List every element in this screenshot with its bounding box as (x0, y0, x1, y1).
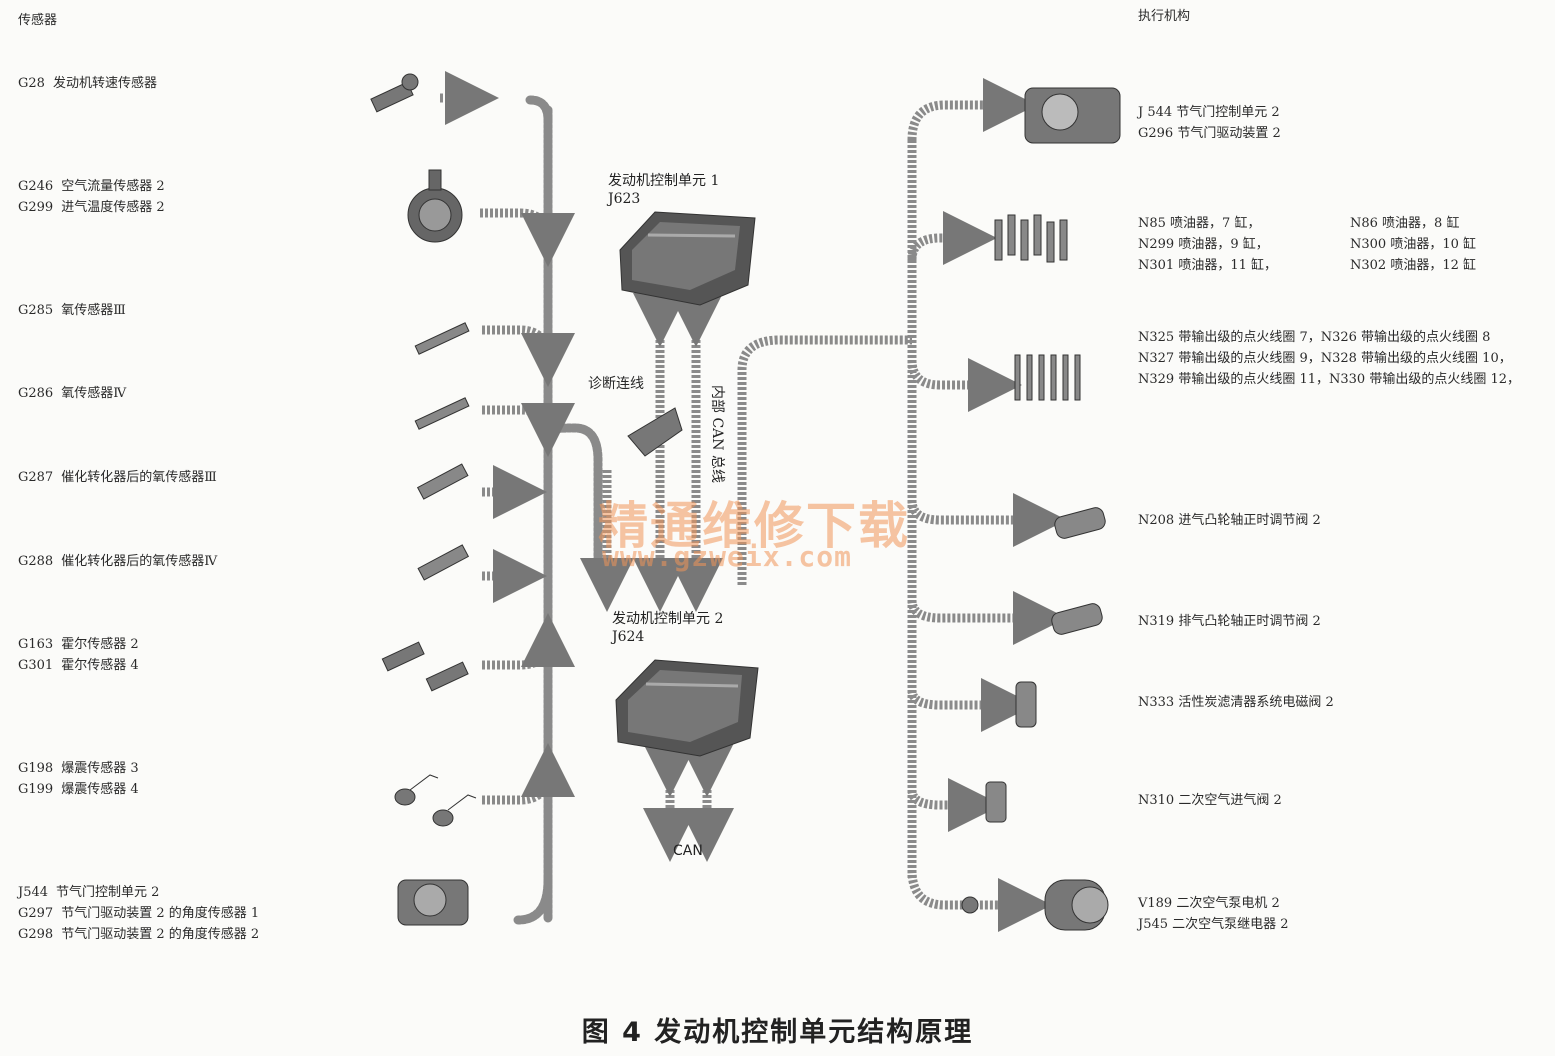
ignition-coils-icon (1014, 354, 1081, 401)
ecu1-icon (619, 211, 756, 306)
oxygen-sensor-icon-3 (416, 463, 469, 500)
actuator-bus (737, 78, 1067, 932)
hall-sensor-icon (381, 641, 469, 692)
speed-sensor-icon (370, 73, 419, 113)
oxygen-sensor-icon-1 (414, 322, 470, 355)
sensor-bus (513, 95, 603, 925)
exhaust-cam-valve-icon (1051, 603, 1103, 635)
throttle-body-sensor-icon (397, 879, 469, 926)
intake-cam-valve-icon (1054, 507, 1106, 539)
knock-sensor-icon (394, 774, 477, 827)
air-valve-icon (985, 781, 1007, 823)
air-pump-icon (961, 879, 1109, 931)
injectors-icon (994, 214, 1068, 263)
purge-valve-icon (1015, 681, 1037, 728)
actuator-label-n319: N319 排气凸轮轴正时调节阀 2 (1138, 614, 1321, 629)
sensors-header: 传感器 (18, 13, 58, 28)
diagnostic-connector-icon (627, 407, 683, 457)
actuator-label-n208: N208 进气凸轮轴正时调节阀 2 (1138, 513, 1321, 528)
actuator-label-n310: N310 二次空气进气阀 2 (1138, 793, 1282, 808)
figure-caption: 图 4 发动机控制单元结构原理 (581, 1017, 974, 1048)
air-mass-meter-icon (407, 169, 463, 243)
oxygen-sensor-icon-2 (414, 397, 470, 430)
internal-can-label: 内部 CAN 总线 (709, 385, 725, 483)
ecu2-icon (615, 659, 759, 757)
actuator-label-injectors-left: N85 喷油器，7 缸，N299 喷油器，9 缸，N301 喷油器，11 缸， (1138, 216, 1277, 273)
diagnostic-link-label: 诊断连线 (588, 376, 644, 392)
can-label: CAN (673, 843, 703, 859)
watermark-url: www.gzweix.com (602, 540, 853, 573)
watermark-text: 精通维修下载 (598, 497, 910, 555)
oxygen-sensor-icon-4 (417, 544, 470, 581)
actuators-header: 执行机构 (1138, 9, 1191, 24)
ecu-links (580, 293, 734, 862)
throttle-body-icon (1024, 87, 1121, 144)
sensor-branches (440, 71, 575, 805)
actuator-label-n333: N333 活性炭滤清器系统电磁阀 2 (1138, 695, 1334, 710)
